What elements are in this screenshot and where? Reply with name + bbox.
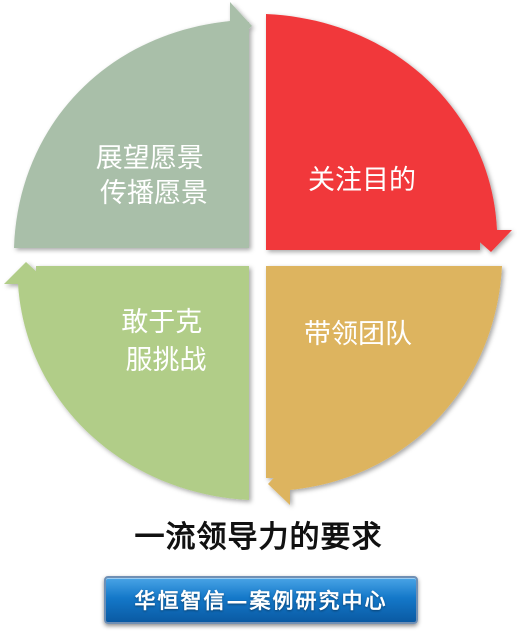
quadrant-bottom-right-shape — [266, 266, 502, 505]
quadrant-label-bottom-left-line-2: 服挑战 — [126, 345, 207, 376]
quadrant-label-top-right: 关注目的 — [308, 165, 416, 196]
quadrant-label-bottom-left-line-1: 敢于克 — [121, 307, 202, 338]
source-banner: 华恒智信—案例研究中心 — [104, 576, 418, 624]
quadrant-top-right-shape — [266, 14, 512, 252]
quadrant-label-top-left-line-2: 传播愿景 — [100, 178, 208, 209]
cycle-diagram: 展望愿景 传播愿景 关注目的 带领团队 敢于克 服挑战 — [4, 2, 512, 505]
quadrant-bottom-left-shape — [4, 262, 249, 500]
quadrant-top-left-shape — [14, 2, 252, 248]
quadrant-label-bottom-left: 敢于克 服挑战 — [121, 307, 211, 376]
diagram-title: 一流领导力的要求 — [134, 520, 383, 555]
quadrant-label-top-left: 展望愿景 传播愿景 — [96, 143, 213, 209]
source-banner-text: 华恒智信—案例研究中心 — [134, 588, 388, 613]
quadrant-label-top-left-line-1: 展望愿景 — [96, 143, 204, 174]
quadrant-label-bottom-right: 带领团队 — [304, 319, 412, 350]
